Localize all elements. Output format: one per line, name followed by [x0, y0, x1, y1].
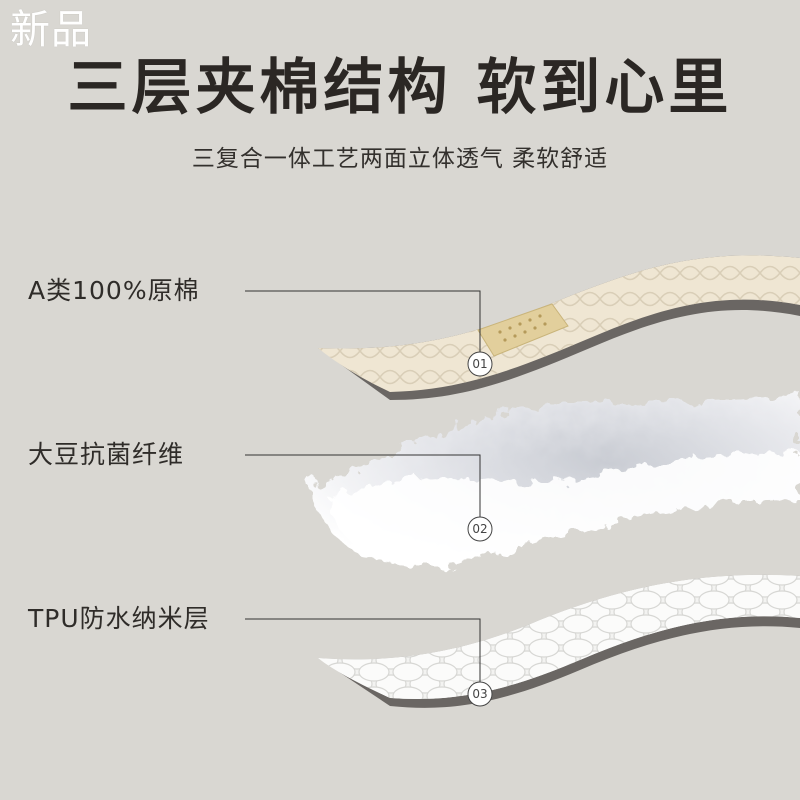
brand-label-tag: [477, 303, 569, 357]
leader-line-3: [245, 618, 481, 682]
leader-line-2: [245, 454, 481, 517]
page-title: 三层夹棉结构 软到心里: [67, 53, 733, 123]
marker-03-text: 03: [472, 687, 487, 701]
marker-03: 03: [467, 681, 493, 707]
fiber-layer: [310, 392, 800, 566]
layer-2-label: 大豆抗菌纤维: [28, 440, 185, 469]
cotton-layer: [318, 255, 800, 400]
layer-3-label: TPU防水纳米层: [28, 604, 210, 633]
layer-1-label: A类100%原棉: [28, 276, 200, 305]
marker-01: 01: [467, 351, 493, 377]
marker-02: 02: [467, 516, 493, 542]
marker-02-text: 02: [472, 522, 487, 536]
marker-01-text: 01: [472, 357, 487, 371]
new-badge: 新品: [10, 7, 92, 53]
tpu-layer: [318, 574, 800, 708]
page-subtitle: 三复合一体工艺两面立体透气 柔软舒适: [191, 146, 609, 172]
leader-line-1: [245, 290, 481, 352]
